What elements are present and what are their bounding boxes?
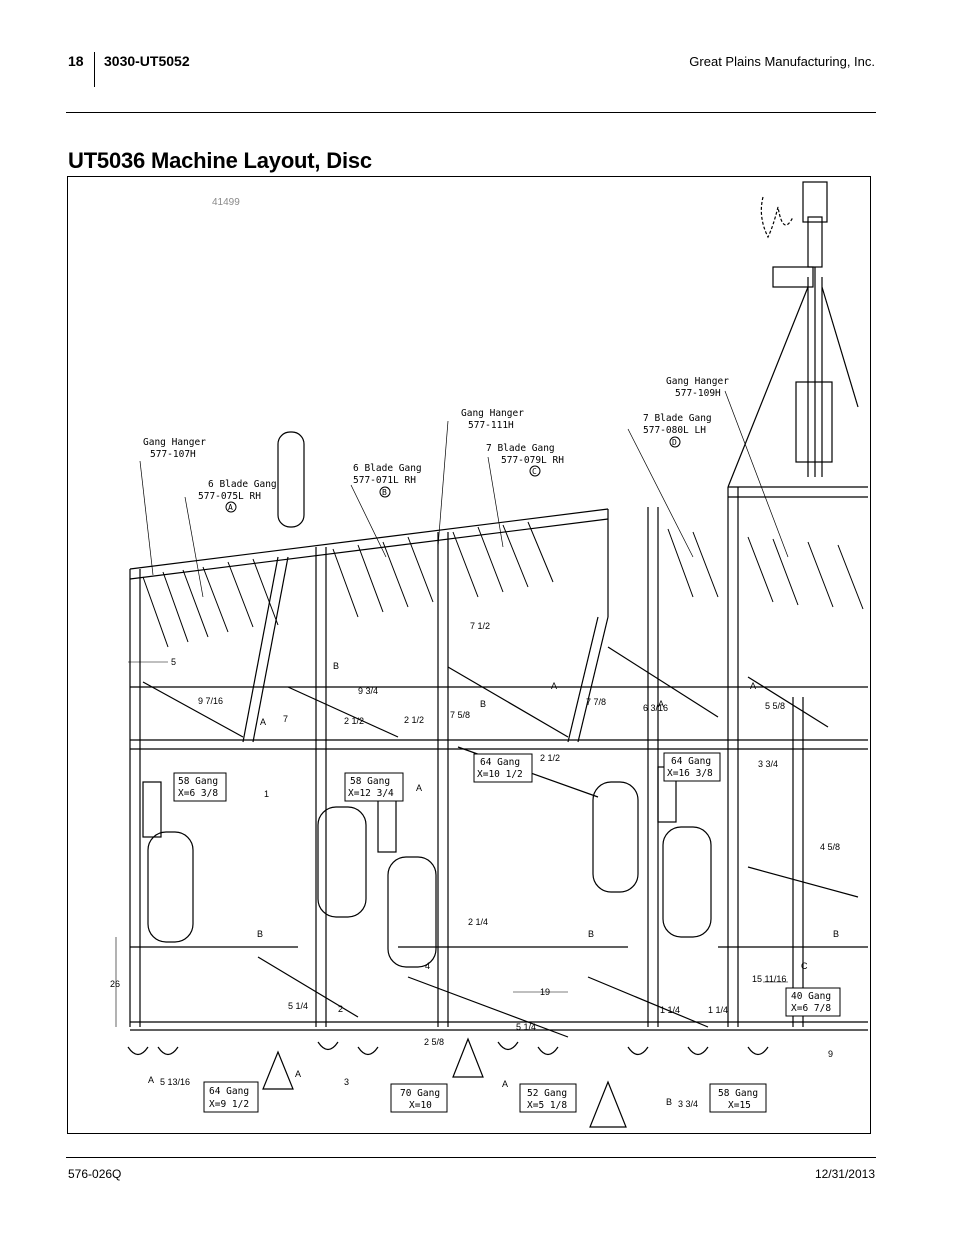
svg-text:58 Gang: 58 Gang	[718, 1088, 758, 1099]
svg-text:5 5/8: 5 5/8	[765, 701, 785, 711]
svg-text:3 3/4: 3 3/4	[678, 1099, 698, 1109]
svg-text:19: 19	[540, 987, 550, 997]
svg-text:2 1/2: 2 1/2	[540, 753, 560, 763]
svg-text:A: A	[502, 1079, 508, 1089]
svg-text:C: C	[801, 961, 808, 971]
svg-text:577-075L RH: 577-075L RH	[198, 491, 261, 502]
svg-text:64 Gang: 64 Gang	[480, 757, 520, 768]
svg-text:X=5 1/8: X=5 1/8	[527, 1100, 567, 1111]
svg-text:577-080L LH: 577-080L LH	[643, 425, 706, 436]
footer-doc-code: 576-026Q	[68, 1167, 122, 1181]
company-name: Great Plains Manufacturing, Inc.	[689, 54, 875, 69]
svg-text:B: B	[666, 1097, 672, 1107]
svg-text:X=9 1/2: X=9 1/2	[209, 1099, 249, 1110]
svg-text:B: B	[480, 699, 486, 709]
svg-text:7: 7	[283, 714, 288, 724]
svg-text:577-079L RH: 577-079L RH	[501, 455, 564, 466]
svg-text:2: 2	[338, 1004, 343, 1014]
header-divider	[94, 52, 95, 87]
svg-text:1 1/4: 1 1/4	[708, 1005, 728, 1015]
svg-text:7 1/2: 7 1/2	[470, 621, 490, 631]
svg-text:5 1/4: 5 1/4	[516, 1022, 536, 1032]
svg-text:A: A	[260, 717, 266, 727]
svg-text:15 11/16: 15 11/16	[752, 974, 786, 984]
svg-text:1: 1	[264, 789, 269, 799]
svg-text:6 3/16: 6 3/16	[643, 703, 668, 713]
svg-text:A: A	[295, 1069, 301, 1079]
svg-text:1 1/4: 1 1/4	[660, 1005, 680, 1015]
svg-text:58 Gang: 58 Gang	[350, 776, 390, 787]
svg-text:X=6 7/8: X=6 7/8	[791, 1003, 831, 1014]
svg-text:X=16 3/8: X=16 3/8	[667, 768, 713, 779]
svg-text:A: A	[416, 783, 422, 793]
svg-text:B: B	[382, 488, 387, 497]
svg-text:B: B	[333, 661, 339, 671]
svg-text:3: 3	[344, 1077, 349, 1087]
svg-text:X=10 1/2: X=10 1/2	[477, 769, 523, 780]
svg-text:B: B	[588, 929, 594, 939]
svg-text:X=10: X=10	[409, 1100, 432, 1111]
svg-text:C: C	[532, 467, 537, 476]
svg-text:B: B	[257, 929, 263, 939]
svg-text:B: B	[833, 929, 839, 939]
page-number: 18	[68, 53, 84, 69]
figure-frame: 41499	[67, 176, 871, 1134]
footer-date: 12/31/2013	[814, 1167, 875, 1181]
svg-text:Gang Hanger: Gang Hanger	[461, 408, 524, 419]
svg-text:9: 9	[828, 1049, 833, 1059]
document-number: 3030-UT5052	[104, 53, 190, 69]
footer-rule	[66, 1157, 876, 1158]
svg-text:70 Gang: 70 Gang	[400, 1088, 440, 1099]
svg-text:52 Gang: 52 Gang	[527, 1088, 567, 1099]
svg-text:577-111H: 577-111H	[468, 420, 514, 431]
svg-text:A: A	[750, 681, 756, 691]
svg-text:64 Gang: 64 Gang	[671, 756, 711, 767]
svg-text:4 5/8: 4 5/8	[820, 842, 840, 852]
svg-text:577-107H: 577-107H	[150, 449, 196, 460]
svg-text:9 7/16: 9 7/16	[198, 696, 223, 706]
svg-text:X=12 3/4: X=12 3/4	[348, 788, 394, 799]
svg-text:A: A	[148, 1075, 154, 1085]
svg-text:40 Gang: 40 Gang	[791, 991, 831, 1002]
svg-text:7 Blade Gang: 7 Blade Gang	[486, 443, 555, 454]
svg-text:5: 5	[171, 657, 176, 667]
svg-text:58 Gang: 58 Gang	[178, 776, 218, 787]
svg-text:6 Blade Gang: 6 Blade Gang	[208, 479, 277, 490]
svg-text:D: D	[672, 438, 677, 447]
svg-text:3 3/4: 3 3/4	[758, 759, 778, 769]
svg-text:7 Blade Gang: 7 Blade Gang	[643, 413, 712, 424]
svg-text:A: A	[228, 503, 233, 512]
svg-text:2 1/4: 2 1/4	[468, 917, 488, 927]
svg-text:X=15: X=15	[728, 1100, 751, 1111]
svg-text:4: 4	[425, 961, 430, 971]
svg-text:7 5/8: 7 5/8	[450, 710, 470, 720]
svg-text:2 1/2: 2 1/2	[404, 715, 424, 725]
svg-text:64 Gang: 64 Gang	[209, 1086, 249, 1097]
svg-text:577-109H: 577-109H	[675, 388, 721, 399]
svg-text:2 1/2: 2 1/2	[344, 716, 364, 726]
header-rule	[66, 112, 876, 113]
svg-text:Gang Hanger: Gang Hanger	[143, 437, 206, 448]
svg-text:X=6 3/8: X=6 3/8	[178, 788, 218, 799]
svg-text:A: A	[658, 699, 664, 709]
svg-text:577-071L RH: 577-071L RH	[353, 475, 416, 486]
svg-text:9 3/4: 9 3/4	[358, 686, 378, 696]
svg-text:7 7/8: 7 7/8	[586, 697, 606, 707]
svg-text:5 13/16: 5 13/16	[160, 1077, 190, 1087]
svg-text:2 5/8: 2 5/8	[424, 1037, 444, 1047]
svg-text:26: 26	[110, 979, 120, 989]
svg-text:Gang Hanger: Gang Hanger	[666, 376, 729, 387]
page-title: UT5036 Machine Layout, Disc	[68, 148, 372, 173]
figure-id: 41499	[212, 197, 240, 208]
svg-text:A: A	[551, 681, 557, 691]
svg-text:5 1/4: 5 1/4	[288, 1001, 308, 1011]
svg-text:6 Blade Gang: 6 Blade Gang	[353, 463, 422, 474]
